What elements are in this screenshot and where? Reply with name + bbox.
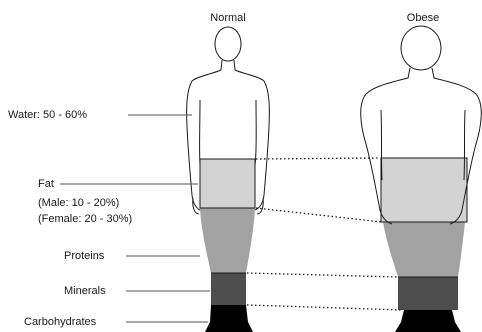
fat-male-range: (Male: 10 - 20%) bbox=[38, 197, 119, 210]
normal-protein-band bbox=[200, 208, 255, 273]
normal-mineral-band bbox=[211, 273, 246, 305]
obese-composition-bands bbox=[381, 158, 467, 332]
normal-composition-bands bbox=[200, 159, 255, 332]
obese-protein-band bbox=[383, 222, 465, 277]
obese-figure bbox=[361, 26, 482, 332]
normal-title: Normal bbox=[203, 12, 253, 25]
minerals-label: Minerals bbox=[64, 285, 106, 298]
fat-bottom-connector bbox=[256, 208, 382, 222]
fat-female-range: (Female: 20 - 30%) bbox=[38, 213, 132, 226]
normal-carb-band bbox=[205, 305, 253, 332]
fat-label: Fat bbox=[38, 178, 54, 191]
normal-fat-band bbox=[200, 159, 255, 208]
proteins-label: Proteins bbox=[64, 250, 104, 263]
obese-fat-band bbox=[381, 158, 467, 222]
obese-carb-band bbox=[395, 310, 461, 332]
mineral-top-connector bbox=[247, 273, 397, 277]
obese-head bbox=[401, 26, 441, 70]
water-label: Water: 50 - 60% bbox=[8, 109, 87, 122]
carbohydrates-label: Carbohydrates bbox=[24, 316, 96, 329]
normal-arms bbox=[200, 100, 257, 165]
fat-top-connector bbox=[256, 158, 380, 159]
carb-top-connector bbox=[247, 305, 403, 310]
obese-mineral-band bbox=[398, 277, 458, 310]
normal-figure bbox=[187, 27, 270, 332]
obese-title: Obese bbox=[398, 12, 448, 25]
normal-head bbox=[215, 27, 241, 61]
dotted-connectors bbox=[247, 158, 403, 310]
